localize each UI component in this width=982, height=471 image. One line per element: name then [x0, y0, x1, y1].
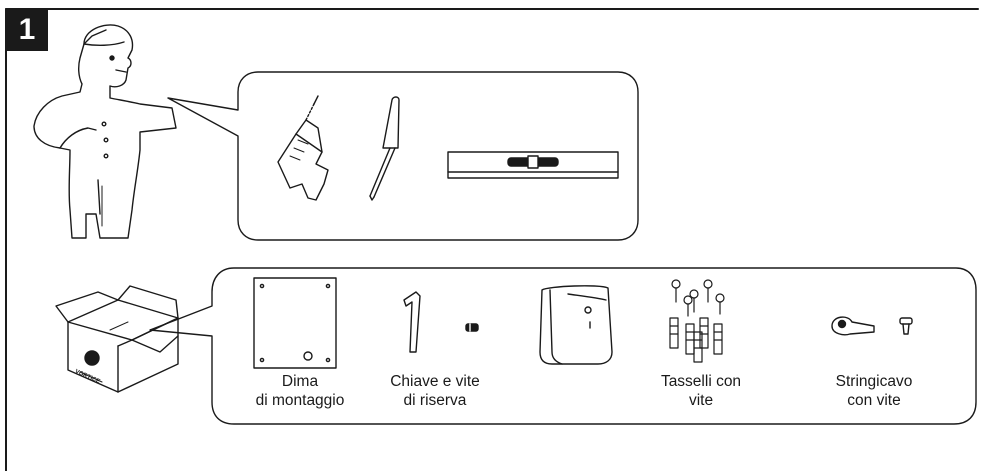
screwdriver-icon	[369, 96, 400, 201]
drill-icon	[277, 95, 329, 201]
label-wall-plugs: Tasselli con vite	[636, 372, 766, 410]
tools-callout	[167, 71, 639, 241]
label-wall-plugs-line2: vite	[688, 392, 714, 409]
step-number-badge: 1	[6, 9, 48, 51]
label-template-line1: Dima	[281, 373, 319, 390]
cable-clamp-icon	[831, 316, 875, 336]
box-icon	[55, 285, 179, 393]
label-template-line2: di montaggio	[255, 392, 345, 409]
label-template: Dima di montaggio	[250, 372, 350, 410]
label-wall-plugs-line1: Tasselli con	[660, 373, 742, 390]
dryer-unit-icon	[539, 285, 613, 365]
label-allen-key-line2: di riserva	[403, 392, 467, 409]
kit-callout	[149, 267, 977, 425]
label-cable-clamp: Stringicavo con vite	[814, 372, 934, 410]
spirit-level-icon	[447, 151, 619, 179]
panel-border	[5, 8, 979, 471]
clamp-screw-icon	[899, 317, 913, 335]
worker-figure-icon	[33, 24, 177, 239]
spare-screw-icon	[465, 323, 479, 332]
label-allen-key-line1: Chiave e vite	[390, 373, 480, 390]
template-icon	[253, 277, 337, 369]
label-cable-clamp-line1: Stringicavo	[835, 373, 913, 390]
allen-key-icon	[403, 291, 421, 353]
label-allen-key: Chiave e vite di riserva	[370, 372, 500, 410]
label-cable-clamp-line2: con vite	[847, 392, 901, 409]
wall-plugs-icon	[669, 279, 725, 363]
